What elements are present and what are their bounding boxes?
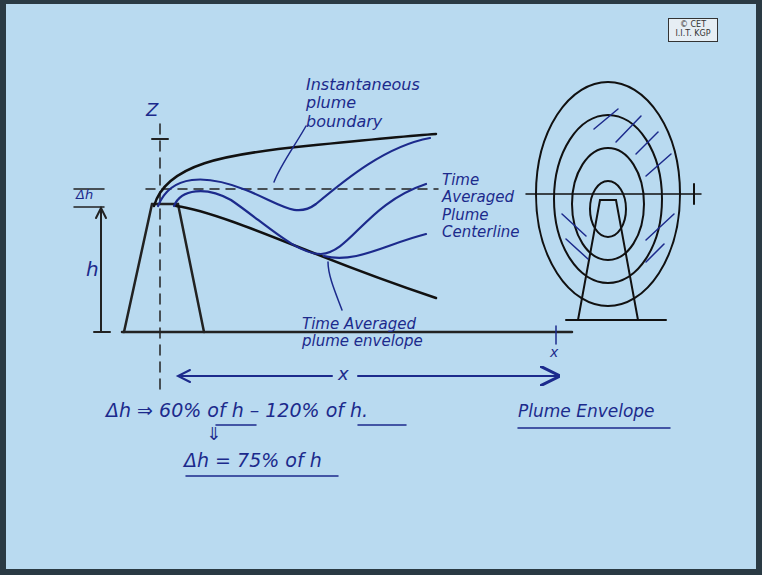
axis-label: x	[338, 364, 349, 385]
axis-label: x	[550, 344, 558, 360]
plume-rise-estimate: Δh = 75% of h	[184, 450, 322, 472]
slide-page: © CET I.I.T. KGP Z Δh h Instantaneous plume …	[6, 4, 756, 569]
topic-heading: Plume Envelope	[518, 402, 655, 422]
logo-text: © CET I.I.T. KGP	[671, 21, 715, 39]
implies-arrow: ⇓	[206, 424, 221, 445]
dimension-label: h	[86, 258, 99, 281]
dimension-label: Δh	[76, 188, 93, 203]
plume-rise-range: Δh ⇒ 60% of h – 120% of h.	[106, 400, 368, 422]
plume-boundary-note: Instantaneous plume boundary	[306, 76, 426, 131]
axis-label: Z	[146, 100, 158, 121]
envelope-note: Time Averaged plume envelope	[302, 316, 432, 351]
logo-box: © CET I.I.T. KGP	[668, 18, 718, 42]
centerline-note: Time Averaged Plume Centerline	[442, 172, 534, 241]
